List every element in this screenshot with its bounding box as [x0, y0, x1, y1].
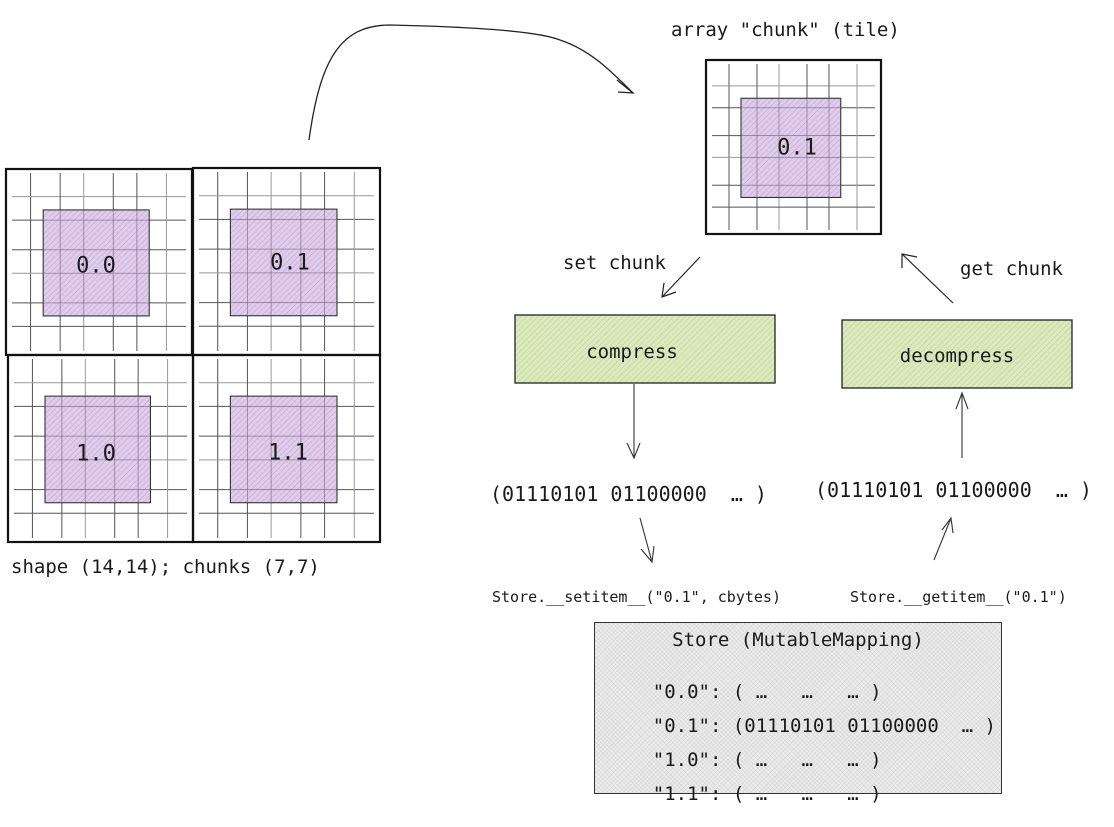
decompress-up-arrow	[955, 391, 969, 458]
set-chunk-label: set chunk	[563, 252, 666, 274]
chunk-1-1	[191, 353, 382, 544]
chunk-border	[191, 353, 382, 544]
get-chunk-label: get chunk	[960, 258, 1063, 280]
tile-title: array "chunk" (tile)	[671, 19, 900, 41]
compressed-bytes-right: (01110101 01100000 … )	[815, 478, 1092, 502]
set-chunk-arrow	[661, 256, 701, 298]
chunk-label-0-0: 0.0	[76, 253, 116, 279]
chunk-label-1-0: 1.0	[76, 441, 116, 467]
store-row: "1.0": ( … … … )	[607, 727, 882, 793]
store-row-key: "1.1":	[652, 783, 722, 805]
chunk-label-1-1: 1.1	[268, 440, 308, 466]
array-shape-caption: shape (14,14); chunks (7,7)	[11, 556, 320, 578]
compress-box	[514, 314, 776, 384]
store-row-value: ( … … … )	[732, 749, 882, 771]
get-chunk-arrow	[901, 253, 954, 304]
curve-arrow-to-tile	[308, 24, 635, 141]
diagram-canvas	[4, 24, 1073, 564]
chunk-highlight	[740, 97, 842, 199]
chunk-highlight	[229, 208, 338, 317]
compress-label: compress	[586, 341, 678, 363]
store-box: Store (MutableMapping) "0.0": ( … … … ) …	[594, 622, 1002, 805]
getitem-call: Store.__getitem__("0.1")	[850, 588, 1067, 606]
tile-chunk-label: 0.1	[777, 135, 817, 161]
store-row-value: (01110101 01100000 … )	[732, 715, 996, 737]
store-row-key: "0.0":	[652, 681, 722, 703]
tile-chunk	[704, 58, 883, 236]
chunk-label-0-1: 0.1	[270, 250, 310, 276]
bytes-to-store-arrow	[639, 517, 655, 564]
decompress-label: decompress	[899, 345, 1015, 367]
store-row: "0.0": ( … … … )	[607, 659, 882, 725]
chunk-highlight	[42, 209, 150, 317]
store-row: "1.1": ( … … … )	[607, 761, 882, 827]
compress-down-arrow	[626, 384, 641, 460]
setitem-call: Store.__setitem__("0.1", cbytes)	[492, 588, 781, 606]
store-row: "0.1": (01110101 01100000 … )	[607, 693, 996, 759]
store-row-value: ( … … … )	[732, 783, 882, 805]
store-row-key: "1.0":	[652, 749, 722, 771]
chunk-highlight	[229, 395, 338, 504]
store-to-bytes-arrow	[933, 516, 954, 561]
decompress-box	[841, 319, 1073, 389]
store-row-key: "0.1":	[652, 715, 722, 737]
chunk-0-1	[191, 166, 382, 357]
array-grid	[4, 166, 382, 544]
chunk-0-0	[4, 167, 194, 357]
chunk-border	[704, 58, 883, 236]
chunk-1-0	[6, 353, 195, 544]
chunk-highlight	[44, 395, 151, 504]
store-row-value: ( … … … )	[732, 681, 882, 703]
tile-grid	[704, 58, 883, 236]
store-title: Store (MutableMapping)	[672, 629, 924, 651]
compressed-bytes-left: (01110101 01100000 … )	[490, 482, 767, 506]
